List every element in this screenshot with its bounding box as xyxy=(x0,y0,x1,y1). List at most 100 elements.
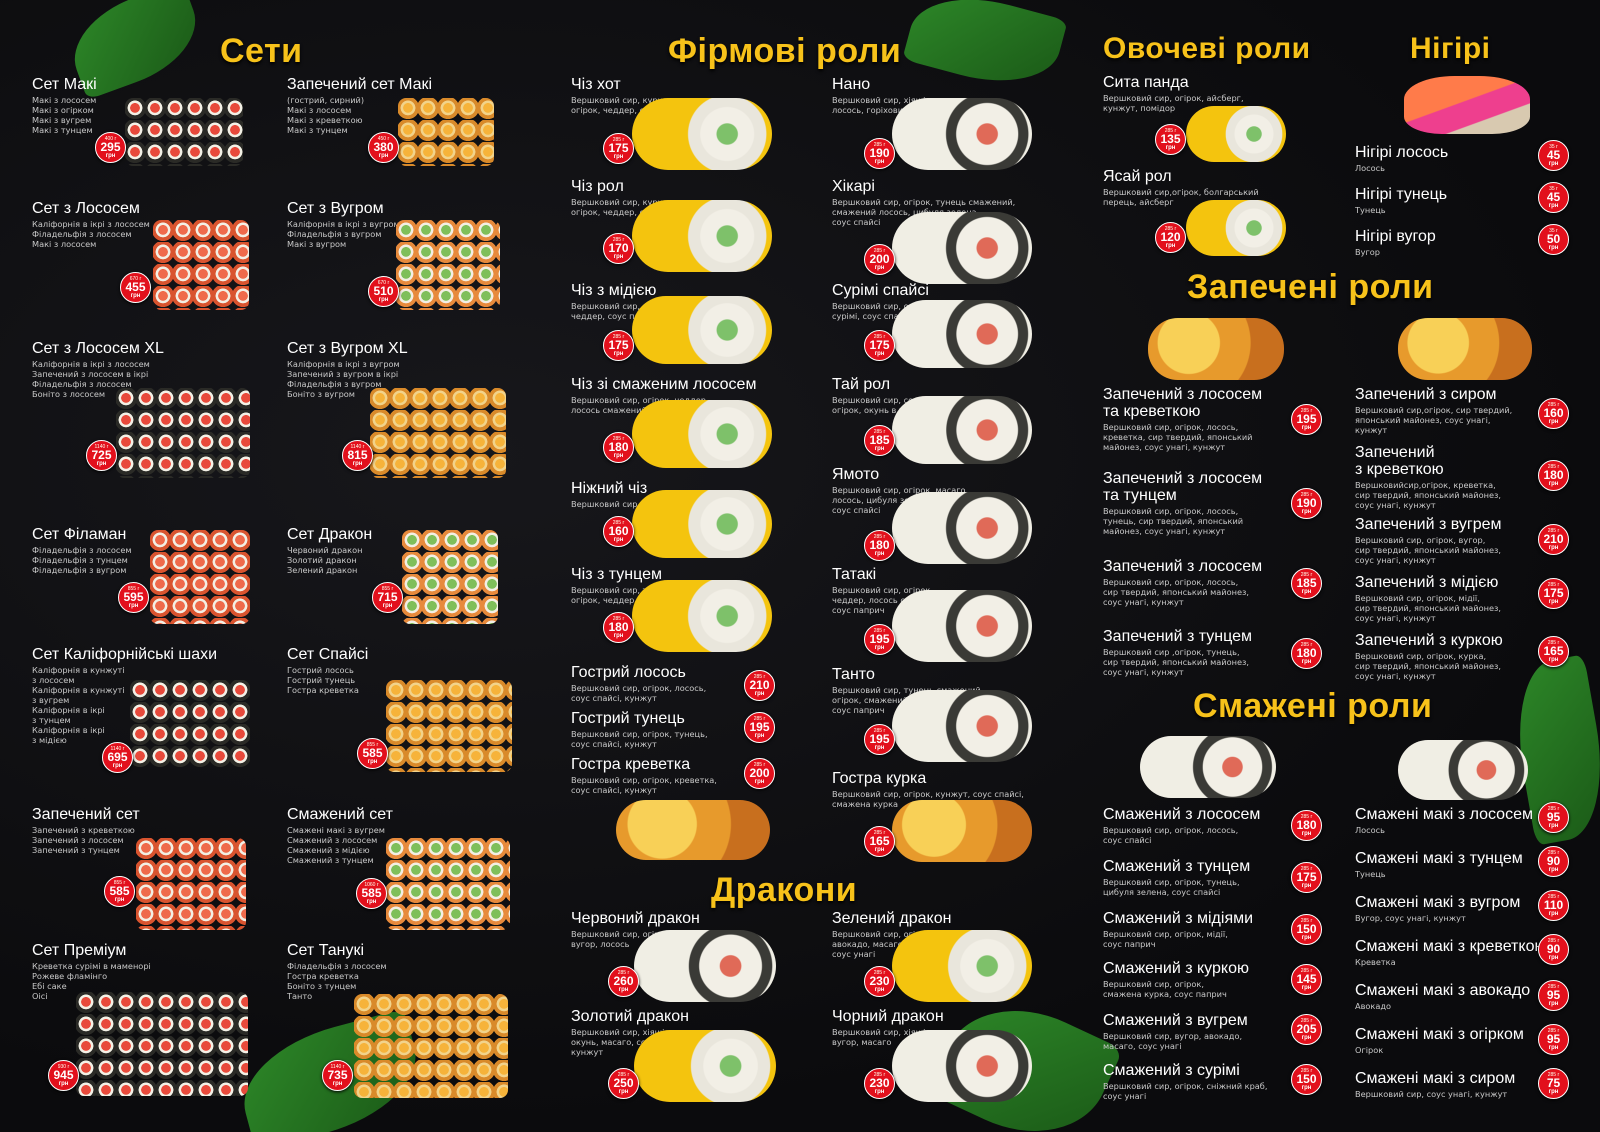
weight-label: 285 г xyxy=(1547,894,1560,900)
currency-label: грн xyxy=(1548,545,1559,551)
description-line: огірок, чеддер xyxy=(571,595,635,605)
description-line: Філадельфія з лососем xyxy=(32,545,132,555)
dish-photo xyxy=(386,680,512,772)
description-line: Макі з тунцем xyxy=(287,125,348,135)
menu-item[interactable]: Запечений сет Макі(гострий, сирний)Макі … xyxy=(287,76,432,135)
item-description: Вершковий сир, хіяші, вугор,окунь, масаг… xyxy=(571,1027,696,1057)
item-name-line2: та креветкою xyxy=(1103,403,1201,420)
currency-label: грн xyxy=(96,461,107,467)
description-line: Запечений з креветкою xyxy=(32,825,135,835)
item-name: Сет Дракон xyxy=(287,526,373,543)
weight-label: 285 г xyxy=(1547,402,1560,408)
item-description: Креветка xyxy=(1355,957,1546,967)
description-line: з вугрем xyxy=(32,695,70,705)
item-name: Смажений з мідіями xyxy=(1103,910,1254,927)
price-value: 200 xyxy=(869,252,890,266)
item-name: Смажені макі з сиром xyxy=(1355,1070,1516,1087)
item-name: Нано xyxy=(832,76,871,93)
item-description: Вершковий сир, огірок,вугор, лосось xyxy=(571,929,700,949)
weight-label: 285 г xyxy=(1300,408,1313,414)
item-description: Вершковий сир, соус спайсі,огірок, окунь… xyxy=(832,395,955,415)
description-line: Оісі xyxy=(32,991,48,1001)
price-value: 120 xyxy=(1160,230,1181,244)
currency-label: грн xyxy=(1548,1045,1559,1051)
item-name: Сет Танукі xyxy=(287,942,365,959)
price-value: 510 xyxy=(373,284,394,298)
price-value: 110 xyxy=(1543,898,1564,912)
description-line: лосось, горіховий соус xyxy=(832,105,930,115)
price-value: 95 xyxy=(1546,810,1561,824)
description-line: соус унагі, кунжут xyxy=(1103,667,1184,677)
